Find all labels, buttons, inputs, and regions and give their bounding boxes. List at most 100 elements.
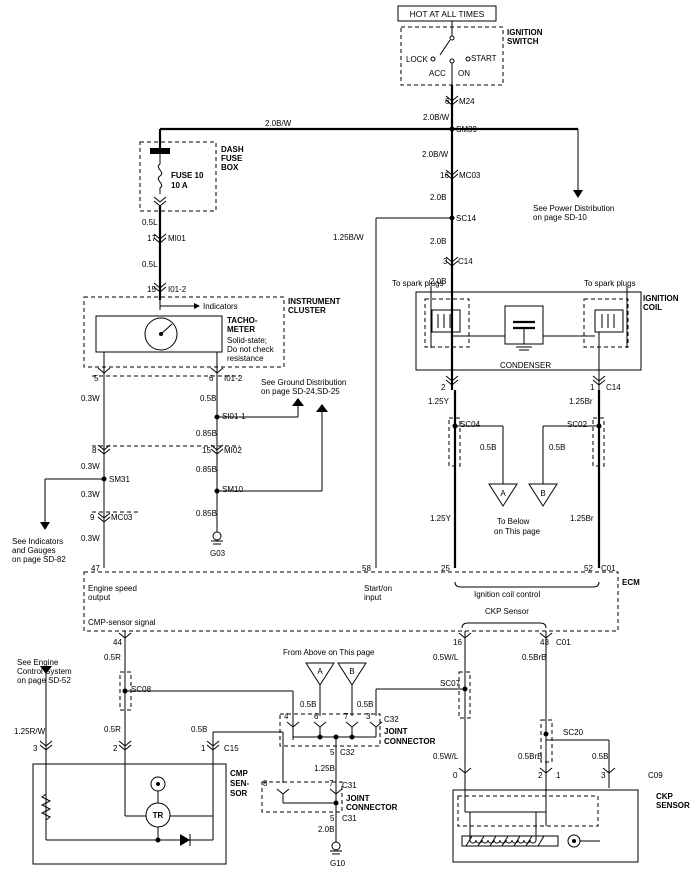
label-w085b-1: 0.85B — [196, 429, 217, 438]
label-w05b-2: 0.5B — [480, 443, 496, 452]
label-on: ON — [458, 69, 470, 78]
label-sc14: SC14 — [456, 214, 477, 223]
fuse-to-cluster-wire: 0.5L 17 MI01 0.5L 15 I01-2 — [142, 206, 187, 300]
label-pin-3: 3 — [443, 257, 448, 266]
label-see-power-1: See Power Distribution — [533, 204, 614, 213]
label-ecm: ECM — [622, 578, 640, 587]
label-w125y-2: 1.25Y — [430, 514, 452, 523]
label-pin-17: 17 — [147, 234, 156, 243]
label-pin-1c: 1 — [556, 771, 561, 780]
label-c32a: C32 — [384, 715, 399, 724]
label-pin-1b: 1 — [201, 744, 206, 753]
label-dash-2: FUSE — [221, 154, 243, 163]
label-to-spark-2: To spark plugs — [584, 279, 636, 288]
cmp-signal-wire: 44 0.5R SC08 0.5R 2 — [104, 631, 294, 816]
label-i01-2a: I01-2 — [168, 285, 187, 294]
start-on-branch: 1.25B/W — [333, 217, 452, 568]
label-ign-switch-1: IGNITION — [507, 28, 543, 37]
label-cmp-signal: CMP-sensor signal — [88, 618, 156, 627]
label-pin-44: 44 — [113, 638, 122, 647]
label-w20b-4: 2.0B — [318, 825, 334, 834]
label-w20b-2: 2.0B — [430, 237, 446, 246]
label-pin-16: 16 — [440, 171, 449, 180]
label-see-power-2: on page SD-10 — [533, 213, 587, 222]
label-conn-a1: A — [500, 489, 506, 498]
label-inst-2: CLUSTER — [288, 306, 326, 315]
label-w05l-1: 0.5L — [142, 218, 158, 227]
label-w03w-4: 0.3W — [81, 534, 100, 543]
from-above-connectors: From Above on This page A B 0.5B 0.5B — [283, 648, 375, 716]
label-w125b: 1.25B — [314, 764, 335, 773]
label-w125br-2: 1.25Br — [570, 514, 594, 523]
hot-at-all-times-box: HOT AT ALL TIMES — [397, 5, 497, 22]
label-conn-b2: B — [349, 667, 354, 676]
label-w05r-2: 0.5R — [104, 725, 121, 734]
label-mi02: MI02 — [224, 446, 242, 455]
label-sc20: SC20 — [563, 728, 584, 737]
label-ign-switch-2: SWITCH — [507, 37, 539, 46]
label-pin-5a: 5 — [94, 374, 99, 383]
label-c14-b: C14 — [606, 383, 621, 392]
label-fuse-2: 10 A — [171, 181, 188, 190]
label-see-ground-2: on page SD-24,SD-25 — [261, 387, 340, 396]
label-see-ind-3: on page SD-82 — [12, 555, 66, 564]
label-g03: G03 — [210, 549, 226, 558]
label-to-below-2: on This page — [494, 527, 541, 536]
label-sc04: SC04 — [460, 420, 481, 429]
label-start: START — [471, 54, 497, 63]
label-w05b-6: 0.5B — [357, 700, 373, 709]
label-pin-47: 47 — [91, 564, 100, 573]
label-pin-9b: 0 — [453, 771, 458, 780]
label-tacho-5: resistance — [227, 354, 264, 363]
label-see-engine-1: See Engine — [17, 658, 59, 667]
connector-dash-lines — [92, 375, 240, 513]
label-starton-2: input — [364, 593, 382, 602]
label-c15: C15 — [224, 744, 239, 753]
ignition-coil: IGNITION COIL To spark plugs To spark pl… — [392, 279, 679, 390]
label-cmp-2: SEN- — [230, 779, 249, 788]
label-ckp-1: CKP — [656, 792, 674, 801]
label-pin-3b: 3 — [33, 744, 38, 753]
label-pin-2a: 2 — [441, 383, 446, 392]
label-tacho-4: Do not check — [227, 345, 275, 354]
label-pin-6b: 6 — [209, 374, 214, 383]
label-see-ind-2: and Gauges — [12, 546, 56, 555]
label-to-spark-1: To spark plugs — [392, 279, 444, 288]
label-conn-b1: B — [540, 489, 545, 498]
label-pin-6c: 6 — [314, 712, 319, 721]
label-sc07: SC07 — [440, 679, 461, 688]
ckp-sensor: CKP SENSOR — [452, 789, 690, 863]
label-mc03-mid: MC03 — [111, 513, 133, 522]
bus-2-0bw: 2.0B/W See Power Distribution on page SD… — [160, 119, 614, 222]
label-fuse-1: FUSE 10 — [171, 171, 204, 180]
instrument-cluster: INSTRUMENT CLUSTER Indicators TACHO- MET… — [83, 296, 341, 368]
label-sc02: SC02 — [567, 420, 588, 429]
label-c32b: C32 — [340, 748, 355, 757]
ckp-shield-wire: SC07 — [376, 671, 471, 719]
label-see-engine-2: Control System — [17, 667, 72, 676]
label-w05r-1: 0.5R — [104, 653, 121, 662]
label-inst-1: INSTRUMENT — [288, 297, 341, 306]
label-dash-3: BOX — [221, 163, 239, 172]
label-pin-16b: 16 — [453, 638, 462, 647]
cluster-ground-wire: 6 I01-2 0.5B SI01-1 See Ground Distribut… — [196, 367, 346, 558]
label-indicators: Indicators — [203, 302, 238, 311]
label-pin-9: 9 — [90, 513, 95, 522]
label-c01-top: C01 — [601, 564, 616, 573]
label-see-ind-1: See Indicators — [12, 537, 63, 546]
label-pin-7b: 7 — [329, 779, 334, 788]
label-w05b-7: 0.5B — [592, 752, 608, 761]
label-w125y-1: 1.25Y — [428, 397, 450, 406]
label-tacho-2: METER — [227, 325, 255, 334]
label-w20bw-3: 2.0B/W — [422, 150, 449, 159]
label-joint-2: CONNECTOR — [384, 737, 436, 746]
label-w03w-2: 0.3W — [81, 462, 100, 471]
label-pin-4: 4 — [284, 712, 289, 721]
label-cmp-3: SOR — [230, 789, 248, 798]
label-see-ground-1: See Ground Distribution — [261, 378, 346, 387]
label-w05b-3: 0.5B — [549, 443, 565, 452]
label-c31b: C31 — [342, 814, 357, 823]
label-sm10: SM10 — [222, 485, 243, 494]
label-pin-1a: 1 — [590, 383, 595, 392]
